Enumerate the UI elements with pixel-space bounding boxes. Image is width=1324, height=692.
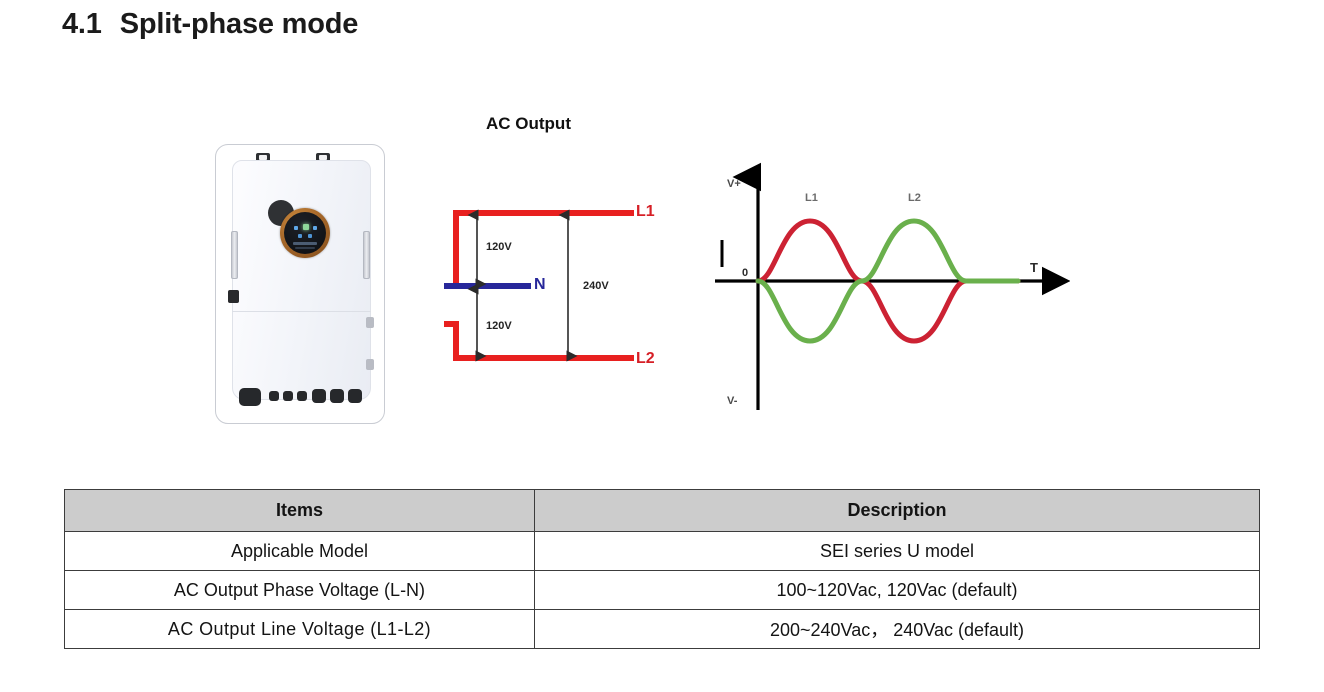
screen-icon-center [303, 224, 309, 230]
section-title-text: Split-phase mode [119, 8, 359, 40]
cable-gland-medium-2 [330, 389, 344, 403]
cell-description: 200~240Vac， 240Vac (default) [534, 609, 1260, 649]
specification-table: Items Description Applicable Model SEI s… [64, 489, 1260, 649]
mounting-tab-left [256, 153, 270, 162]
waveform-label-l1: L1 [805, 192, 818, 204]
split-phase-waveform-chart: L1 L2 V+ V- 0 T [700, 155, 1070, 435]
screen-status-bar-secondary [295, 247, 315, 249]
column-header-description: Description [534, 489, 1260, 532]
cable-gland-small-2 [283, 391, 293, 401]
cable-gland-small-1 [269, 391, 279, 401]
axis-label-origin: 0 [742, 267, 749, 279]
wiring-svg [444, 209, 634, 362]
cable-gland-main [239, 388, 261, 406]
hybrid-inverter-image [215, 144, 387, 426]
side-bracket-right [363, 231, 370, 279]
screen-icon-left [294, 226, 298, 230]
l2-conductor [444, 321, 634, 361]
cable-gland-medium-3 [348, 389, 362, 403]
cable-gland-small-3 [297, 391, 307, 401]
side-bracket-left [231, 231, 238, 279]
section-number: 4.1 [62, 8, 102, 40]
cell-item: Applicable Model [64, 531, 535, 571]
display-bezel-ring [280, 208, 330, 258]
waveform-curve-l2 [755, 218, 1021, 344]
table-row: AC Output Line Voltage (L1-L2) 200~240Va… [64, 609, 1260, 649]
table-header-row: Items Description [64, 489, 1260, 532]
table-row: AC Output Phase Voltage (L-N) 100~120Vac… [64, 570, 1260, 610]
cell-item: AC Output Phase Voltage (L-N) [64, 570, 535, 610]
axis-label-voltage-negative: V- [727, 395, 738, 407]
mounting-tab-right [316, 153, 330, 162]
wire-label-l2: L2 [636, 350, 655, 367]
column-header-items: Items [64, 489, 535, 532]
cell-description: 100~120Vac, 120Vac (default) [534, 570, 1260, 610]
screen-icon-right [313, 226, 317, 230]
waveform-svg [715, 162, 1070, 410]
dimension-label-phase-bottom: 120V [484, 319, 514, 333]
side-nub-upper [366, 317, 374, 328]
axis-label-time: T [1030, 260, 1038, 275]
waveform-label-l2: L2 [908, 192, 921, 204]
screen-status-bar [293, 242, 317, 245]
wire-label-neutral: N [534, 276, 546, 293]
wire-label-l1: L1 [636, 203, 655, 220]
cell-item: AC Output Line Voltage (L1-L2) [64, 609, 535, 649]
inverter-display-screen [284, 212, 326, 254]
table-row: Applicable Model SEI series U model [64, 531, 1260, 571]
screen-icon-lower-right [308, 234, 312, 238]
cell-description: SEI series U model [534, 531, 1260, 571]
inverter-front-panel [232, 160, 371, 400]
dimension-label-phase-top: 120V [484, 240, 514, 254]
side-nub-lower [366, 359, 374, 370]
inverter-panel-seam [232, 311, 371, 312]
ac-output-label: AC Output [486, 114, 571, 133]
side-connector-box [228, 290, 239, 303]
page-title: 4.1 Split-phase mode [62, 8, 358, 41]
ac-output-wiring-diagram: AC Output L1 N L2 [386, 100, 676, 400]
cable-gland-medium-1 [312, 389, 326, 403]
figure-split-phase-diagram: AC Output L1 N L2 [0, 90, 1324, 460]
screen-icon-lower-left [298, 234, 302, 238]
dimension-label-line-voltage: 240V [581, 279, 611, 293]
axis-label-voltage-positive: V+ [727, 178, 741, 190]
